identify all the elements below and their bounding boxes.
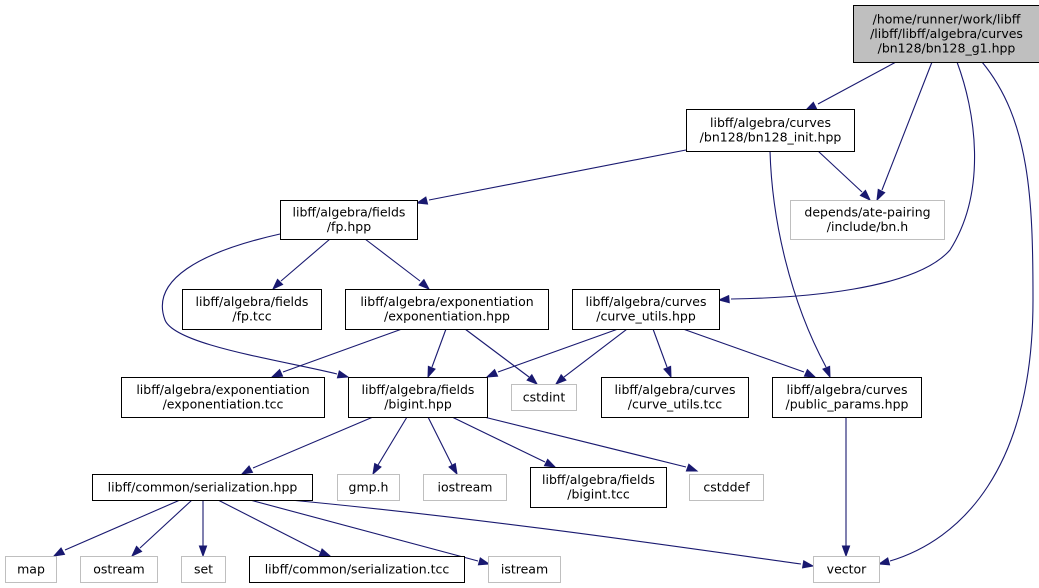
edge-bn128_init-to-bn_h [817, 150, 872, 202]
node-label: libff/algebra/fields [542, 472, 655, 487]
node-vector: vector [813, 556, 880, 583]
node-label: libff/common/serialization.tcc [265, 561, 450, 576]
node-bn128-g1[interactable]: /home/runner/work/libff/libff/libff/alge… [853, 5, 1039, 63]
node-label: libff/algebra/curves [787, 382, 908, 397]
edge-bn128_g1-to-curve_utils [717, 61, 976, 304]
edge-serialization-to-set [198, 500, 208, 558]
node-istream: istream [488, 556, 561, 583]
node-gmp: gmp.h [337, 474, 400, 501]
edge-curve_utils-to-public_params [682, 328, 817, 378]
node-label: cstdint [523, 389, 566, 404]
edge-exp_hpp-to-bigint [427, 328, 447, 379]
edge-serialization-to-vector [289, 499, 815, 569]
node-serialization[interactable]: libff/common/serialization.hpp [92, 474, 313, 501]
edge-bn128_g1-to-bn128_init [804, 61, 897, 111]
edge-fp-to-bigint [161, 233, 350, 379]
edge-curve_utils-to-bigint [485, 328, 619, 378]
edge-bigint-to-bigint_tcc [451, 416, 557, 468]
node-label: ostream [93, 561, 144, 576]
node-label: vector [827, 561, 868, 576]
node-exp-tcc[interactable]: libff/algebra/exponentiation/exponentiat… [121, 377, 325, 418]
node-label: /libff/libff/algebra/curves [870, 26, 1023, 41]
edge-bn128_g1-to-vector [877, 61, 1034, 566]
edge-bn128_g1-to-bn_h [876, 61, 933, 202]
node-set: set [181, 556, 226, 583]
edge-bn128_init-to-public_params [769, 150, 831, 379]
node-label: set [194, 561, 213, 576]
node-label: libff/common/serialization.hpp [108, 479, 298, 494]
node-bigint-tcc[interactable]: libff/algebra/fields/bigint.tcc [530, 467, 667, 508]
node-label: libff/algebra/fields [196, 294, 309, 309]
node-label: libff/algebra/curves [710, 115, 831, 130]
edge-bigint-to-serialization [240, 416, 374, 475]
edge-serialization-to-ostream [130, 499, 193, 558]
node-map: map [5, 556, 57, 583]
edge-curve_utils-to-curve_utils_tcc [652, 328, 672, 379]
node-label: istream [501, 561, 548, 576]
node-ostream: ostream [80, 556, 158, 583]
node-label: libff/algebra/exponentiation [360, 294, 533, 309]
node-serialization-tcc[interactable]: libff/common/serialization.tcc [249, 556, 465, 583]
node-bigint[interactable]: libff/algebra/fields/bigint.hpp [348, 377, 488, 418]
edge-bigint-to-gmp [372, 416, 408, 476]
node-label: libff/algebra/curves [615, 382, 736, 397]
node-cstddef: cstddef [689, 474, 764, 501]
node-curve-utils-tcc[interactable]: libff/algebra/curves/curve_utils.tcc [601, 377, 749, 418]
node-label: /bn128/bn128_g1.hpp [878, 40, 1016, 55]
edge-bn128_init-to-fp [415, 149, 687, 205]
edge-curve_utils-to-cstdint [554, 328, 628, 385]
node-label: /public_params.hpp [786, 397, 909, 412]
node-iostream: iostream [423, 474, 507, 501]
node-label: /exponentiation.hpp [384, 309, 510, 324]
edge-fp-to-fp_tcc [271, 238, 331, 291]
edge-serialization-to-serialization_tcc [217, 499, 332, 557]
node-label: gmp.h [349, 479, 389, 494]
edge-serialization-to-istream [249, 499, 491, 566]
node-label: /bn128/bn128_init.hpp [700, 130, 842, 145]
node-label: /home/runner/work/libff [873, 11, 1021, 26]
node-label: map [17, 561, 45, 576]
edges-layer [52, 61, 1034, 569]
node-label: /bigint.hpp [384, 397, 452, 412]
node-label: /exponentiation.tcc [163, 397, 284, 412]
node-label: /bigint.tcc [567, 487, 630, 502]
node-label: /include/bn.h [827, 219, 908, 234]
node-cstdint: cstdint [511, 384, 577, 411]
node-label: libff/algebra/curves [586, 294, 707, 309]
node-label: /fp.hpp [327, 219, 371, 234]
node-exp-hpp[interactable]: libff/algebra/exponentiation/exponentiat… [345, 289, 549, 330]
node-label: /fp.tcc [232, 309, 271, 324]
nodes-layer: /home/runner/work/libff/libff/libff/alge… [5, 5, 1039, 583]
edge-fp-to-exp_hpp [364, 238, 431, 290]
edge-public_params-to-vector [841, 417, 851, 558]
node-label: /curve_utils.tcc [628, 397, 723, 412]
node-fp[interactable]: libff/algebra/fields/fp.hpp [280, 200, 418, 240]
node-label: libff/algebra/exponentiation [136, 382, 309, 397]
node-label: iostream [438, 479, 493, 494]
edge-bigint-to-cstddef [483, 416, 699, 472]
node-curve-utils[interactable]: libff/algebra/curves/curve_utils.hpp [572, 289, 720, 330]
node-bn128-init[interactable]: libff/algebra/curves/bn128/bn128_init.hp… [686, 109, 855, 152]
node-label: libff/algebra/fields [293, 205, 406, 220]
edge-bigint-to-iostream [427, 416, 458, 476]
node-label: depends/ate-pairing [804, 205, 930, 220]
node-label: cstddef [703, 479, 750, 494]
node-label: /curve_utils.hpp [596, 309, 696, 324]
edge-exp_hpp-to-cstdint [464, 328, 539, 385]
node-public-params[interactable]: libff/algebra/curves/public_params.hpp [772, 377, 922, 418]
node-bn-h: depends/ate-pairing/include/bn.h [790, 200, 945, 240]
node-fp-tcc[interactable]: libff/algebra/fields/fp.tcc [182, 289, 322, 330]
edge-serialization-to-map [52, 499, 181, 557]
node-label: libff/algebra/fields [362, 382, 475, 397]
edge-exp_hpp-to-exp_tcc [270, 328, 403, 378]
